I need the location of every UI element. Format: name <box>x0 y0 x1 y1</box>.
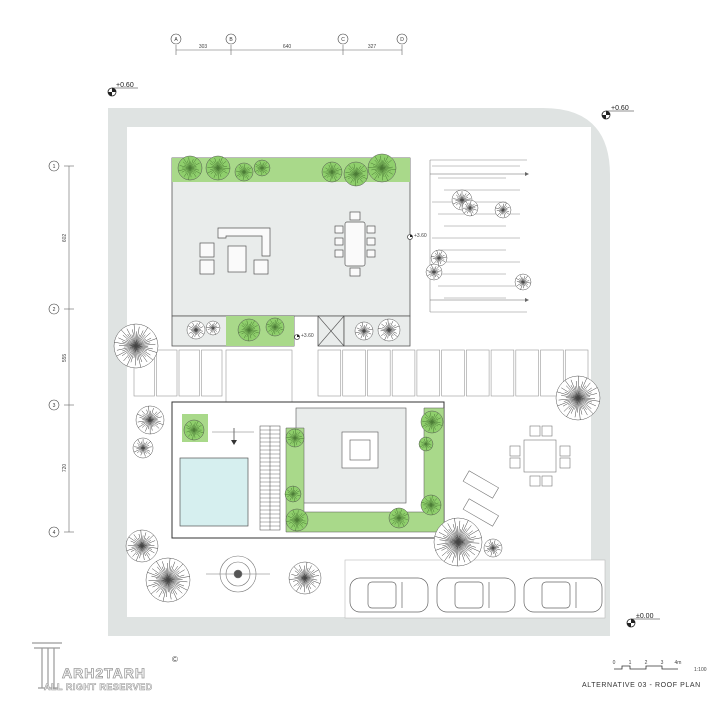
brand-logo: ARH2TARH ALL RIGHT RESERVED © <box>32 642 178 692</box>
pergola-terrace <box>429 159 527 313</box>
tree <box>284 485 302 503</box>
column-label: D <box>400 37 404 43</box>
svg-text:1: 1 <box>629 660 632 666</box>
tree <box>183 419 205 441</box>
row-span-23: 555 <box>62 354 68 363</box>
svg-text:+0.60: +0.60 <box>116 82 134 89</box>
svg-text:0: 0 <box>613 660 616 666</box>
tree <box>388 507 410 529</box>
tree <box>514 273 532 291</box>
loungers <box>462 470 499 527</box>
walkway-pavers <box>133 349 589 403</box>
outdoor-dining <box>509 425 571 487</box>
col-span-ab: 303 <box>199 44 208 50</box>
level-marker-bottom-right: ±0.00 <box>626 613 660 628</box>
trees <box>113 153 601 603</box>
row-grid: 1 2 3 4 602 555 720 <box>48 160 74 538</box>
svg-text:+0.60: +0.60 <box>611 105 629 112</box>
row-bubble-4 <box>48 526 60 538</box>
tree <box>285 508 309 532</box>
tree <box>186 320 206 340</box>
tree <box>285 428 305 448</box>
roof-pool <box>179 457 249 527</box>
column-bubble-C <box>337 33 349 45</box>
svg-text:ARH2TARH: ARH2TARH <box>62 665 146 681</box>
svg-text:ALL RIGHT RESERVED: ALL RIGHT RESERVED <box>44 682 153 692</box>
tree <box>494 201 512 219</box>
tree <box>425 263 443 281</box>
column-bubble-A <box>170 33 182 45</box>
column-bubble-D <box>396 33 408 45</box>
tree <box>555 375 601 421</box>
col-span-cd: 327 <box>368 44 377 50</box>
tree <box>377 318 401 342</box>
svg-text:+3.60: +3.60 <box>414 233 427 239</box>
tree <box>125 529 159 563</box>
scale-bar: 0 1 2 3 4m 1:100 <box>613 660 707 673</box>
row-label: 2 <box>53 307 56 313</box>
row-bubble-2 <box>48 303 60 315</box>
tree <box>132 437 154 459</box>
tree <box>145 557 191 603</box>
tree <box>177 155 203 181</box>
svg-text:©: © <box>172 655 178 664</box>
tree <box>367 153 397 183</box>
column-label: C <box>341 37 345 43</box>
row-label: 3 <box>53 403 56 409</box>
tree <box>343 161 369 187</box>
tree <box>253 159 271 177</box>
row-bubble-3 <box>48 399 60 411</box>
svg-text:2: 2 <box>645 660 648 666</box>
fountain <box>206 555 270 593</box>
level-marker-roof-b: +3.60 <box>294 333 314 340</box>
tree <box>461 199 479 217</box>
tree <box>135 405 165 435</box>
cars <box>349 577 603 613</box>
column-bubble-B <box>225 33 237 45</box>
tree <box>205 320 221 336</box>
dining-table <box>334 211 376 277</box>
tree <box>420 410 444 434</box>
tree <box>420 494 442 516</box>
tree <box>113 323 159 369</box>
tree <box>265 317 285 337</box>
upper-roof-deck <box>171 157 411 317</box>
level-marker-roof-a: +3.60 <box>407 233 427 240</box>
row-span-34: 720 <box>62 464 68 473</box>
column-label: B <box>229 37 233 43</box>
col-span-bc: 640 <box>283 44 292 50</box>
svg-text:3: 3 <box>661 660 664 666</box>
row-bubble-1 <box>48 160 60 172</box>
svg-text:4m: 4m <box>675 660 682 666</box>
row-span-12: 602 <box>62 234 68 243</box>
parking-area <box>344 559 606 619</box>
tree <box>321 161 343 183</box>
tree <box>205 155 231 181</box>
column-grid: A B C D 303 640 327 <box>170 33 408 55</box>
tree <box>483 538 503 558</box>
svg-text:+3.60: +3.60 <box>301 333 314 339</box>
svg-text:1:100: 1:100 <box>694 667 707 673</box>
tree <box>234 162 254 182</box>
tree <box>354 321 374 341</box>
tree <box>430 249 448 267</box>
level-marker-top-right: +0.60 <box>601 105 634 120</box>
sofa-set <box>199 227 271 275</box>
column-label: A <box>174 37 178 43</box>
tree <box>237 318 261 342</box>
level-marker-top-left: +0.60 <box>107 82 138 97</box>
row-label: 1 <box>53 164 56 170</box>
svg-text:±0.00: ±0.00 <box>636 613 654 620</box>
tree <box>418 436 434 452</box>
drawing-title: ALTERNATIVE 03 - ROOF PLAN <box>582 682 701 689</box>
row-label: 4 <box>53 530 56 536</box>
tree <box>433 517 483 567</box>
tree <box>288 561 322 595</box>
